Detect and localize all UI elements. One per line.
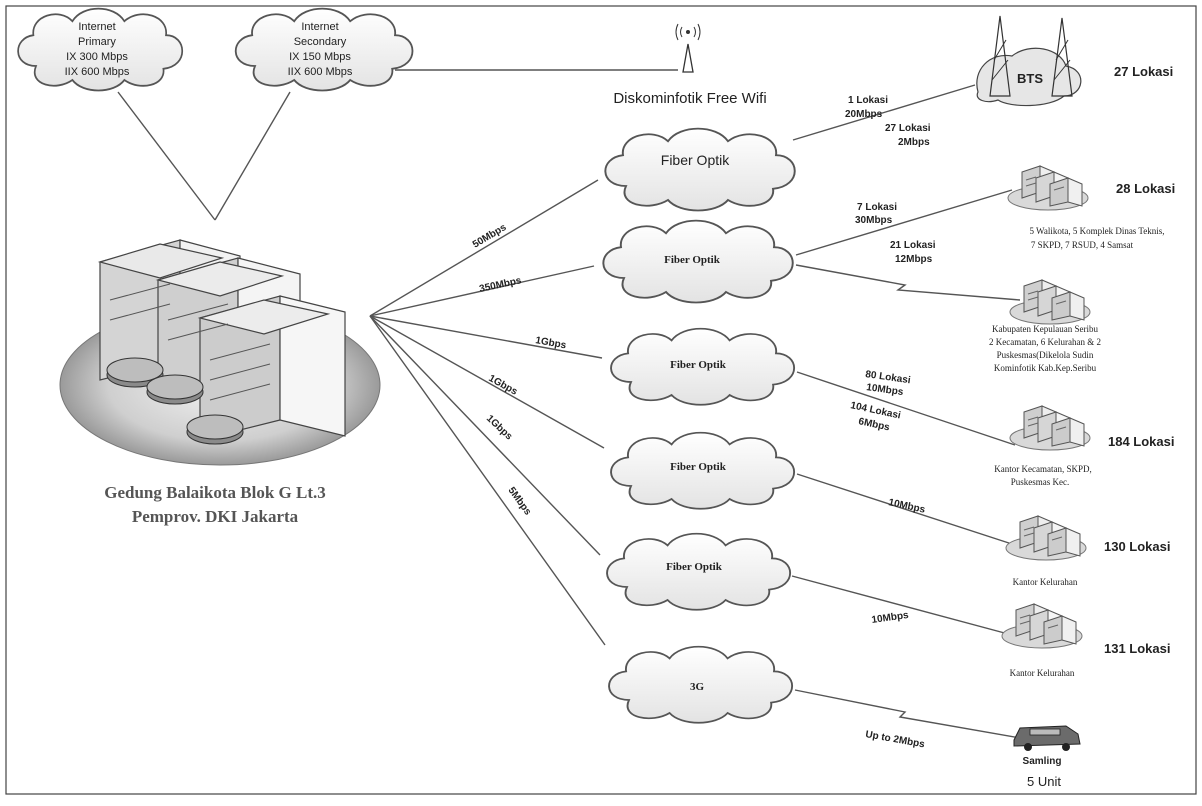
site-description: Kantor Kelurahan <box>1013 577 1078 587</box>
internet-secondary-line-4: IIX 600 Mbps <box>288 66 353 78</box>
fiber-cloud-2: Fiber Optik <box>603 221 792 303</box>
internet-primary-line-4: IIX 600 Mbps <box>65 66 130 78</box>
site-description: 2 Kecamatan, 6 Kelurahan & 2 <box>989 337 1101 347</box>
fiber-cloud-4: Fiber Optik <box>611 433 794 509</box>
hub-link-label: 350Mbps <box>478 275 523 295</box>
internet-secondary-line-2: Secondary <box>294 36 347 48</box>
branch-label: 27 Lokasi <box>885 123 931 134</box>
bts-link <box>793 85 975 140</box>
site-description: Puskesmas Kec. <box>1011 477 1070 487</box>
internet-primary-line-1: Internet <box>78 21 115 33</box>
branch-label: 21 Lokasi <box>890 240 936 251</box>
fiber-cloud-5: Fiber Optik <box>607 534 790 610</box>
site-count: 130 Lokasi <box>1104 539 1171 554</box>
branch-label: 7 Lokasi <box>857 202 897 213</box>
hub-link-6 <box>370 316 605 645</box>
branch-label: 10Mbps <box>871 610 910 626</box>
office-icon <box>1002 604 1082 648</box>
branch-label: 104 Lokasi <box>849 400 902 421</box>
site-count: 28 Lokasi <box>1116 181 1175 196</box>
branch-label: 2Mbps <box>898 137 930 148</box>
cloud-label: Fiber Optik <box>670 461 727 473</box>
cloud-label: Fiber Optik <box>670 359 727 371</box>
branch-label: 10Mbps <box>887 497 926 516</box>
site-description: Kantor Kecamatan, SKPD, <box>994 464 1091 474</box>
vehicle-link <box>795 690 1020 738</box>
internet-primary-line-2: Primary <box>78 36 116 48</box>
office-icon <box>1008 166 1088 210</box>
site-description: Kominfotik Kab.Kep.Seribu <box>994 363 1097 373</box>
office-icon <box>1006 516 1086 560</box>
internet-secondary-line-1: Internet <box>301 21 338 33</box>
site-description: Puskesmas(Dikelola Sudin <box>997 350 1094 360</box>
branch-label: 1 Lokasi <box>848 95 888 106</box>
hub-link-label: 1Gbps <box>487 373 520 398</box>
office-icon <box>1010 406 1090 450</box>
branch-label: 6Mbps <box>857 416 891 433</box>
vehicle-icon <box>1014 726 1080 751</box>
branch-label: Up to 2Mbps <box>864 729 925 750</box>
branch-label: 30Mbps <box>855 215 893 226</box>
office-link-131 <box>792 576 1012 635</box>
internet-secondary-cloud: Internet Secondary IX 150 Mbps IIX 600 M… <box>236 9 413 91</box>
branch-link-labels: 1 Lokasi 20Mbps 27 Lokasi 2Mbps 7 Lokasi… <box>845 95 936 750</box>
hq-building-icon <box>60 240 380 465</box>
fiber-cloud-3: Fiber Optik <box>611 329 794 405</box>
bts-label: BTS <box>1017 71 1043 86</box>
vehicle-label: Samling <box>1023 756 1062 767</box>
building-title-line-1: Gedung Balaikota Blok G Lt.3 <box>104 483 326 502</box>
wifi-antenna-icon <box>676 24 700 72</box>
office-link-seribu <box>796 265 1020 300</box>
site-count: 184 Lokasi <box>1108 434 1175 449</box>
bts-icon: BTS <box>977 16 1081 106</box>
branch-label: 20Mbps <box>845 109 883 120</box>
wifi-label: Diskominfotik Free Wifi <box>613 90 766 107</box>
secondary-internet-link <box>215 92 290 220</box>
hub-link-label: 5Mbps <box>506 485 534 517</box>
site-description: Kantor Kelurahan <box>1010 668 1075 678</box>
site-count: 131 Lokasi <box>1104 641 1171 656</box>
cloud-label: 3G <box>690 681 705 693</box>
building-title-line-2: Pemprov. DKI Jakarta <box>132 507 299 526</box>
site-count: 27 Lokasi <box>1114 64 1173 79</box>
branch-label: 12Mbps <box>895 254 933 265</box>
site-descriptions: 5 Walikota, 5 Komplek Dinas Teknis, 7 SK… <box>989 226 1165 678</box>
hub-link-labels: 50Mbps 350Mbps 1Gbps 1Gbps 1Gbps 5Mbps <box>471 222 568 518</box>
3g-cloud: 3G <box>609 647 792 723</box>
cloud-label: Fiber Optik <box>666 561 723 573</box>
site-description: 7 SKPD, 7 RSUD, 4 Samsat <box>1031 240 1134 250</box>
internet-primary-line-3: IX 300 Mbps <box>66 51 128 63</box>
fiber-cloud-1: Fiber Optik <box>605 129 794 211</box>
internet-secondary-line-3: IX 150 Mbps <box>289 51 351 63</box>
cloud-label: Fiber Optik <box>661 152 730 168</box>
internet-primary-cloud: Internet Primary IX 300 Mbps IIX 600 Mbp… <box>18 9 182 91</box>
site-description: 5 Walikota, 5 Komplek Dinas Teknis, <box>1029 226 1164 236</box>
office-icon <box>1010 280 1090 324</box>
cloud-label: Fiber Optik <box>664 254 721 266</box>
primary-internet-link <box>118 92 215 220</box>
hub-link-1 <box>370 180 598 316</box>
site-description: Kabupaten Kepulauan Seribu <box>992 324 1098 334</box>
site-count: 5 Unit <box>1027 774 1061 789</box>
